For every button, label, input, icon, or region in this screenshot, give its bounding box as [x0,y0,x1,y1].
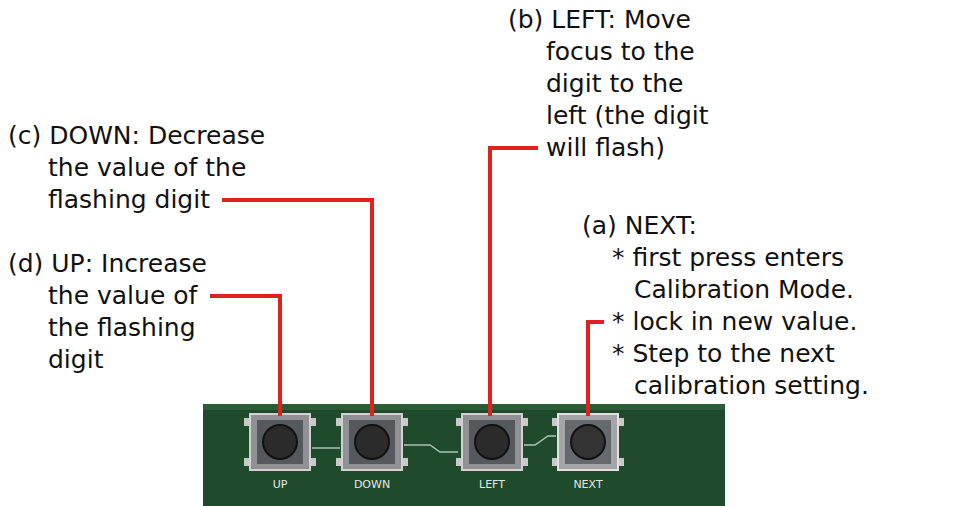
push-button [456,414,528,470]
callout-bullet: * Step to the next calibration setting. [612,338,912,402]
push-button [244,414,316,470]
leader-line [588,322,604,416]
callout-bullet: * lock in new value. [612,306,912,338]
callout-text: (d) UP: Increase the value of the flashi… [8,248,238,376]
leader-line [210,296,280,416]
callout-text: (c) DOWN: Decrease the value of the flas… [8,120,293,216]
silkscreen-label: DOWN [340,478,404,492]
silkscreen-label: UP [248,478,312,492]
callout-text: (b) LEFT: Move focus to the digit to the… [508,4,723,164]
silkscreen-label: NEXT [556,478,620,492]
leader-line [490,148,538,416]
leader-lines [210,148,604,416]
push-button [552,414,624,470]
callout-heading: (a) NEXT: [582,210,822,242]
callout-bullet: * first press enters Calibration Mode. [612,242,912,306]
pcb-board [203,404,725,506]
leader-line [222,200,372,416]
silkscreen-label: LEFT [460,478,524,492]
push-button [336,414,408,470]
